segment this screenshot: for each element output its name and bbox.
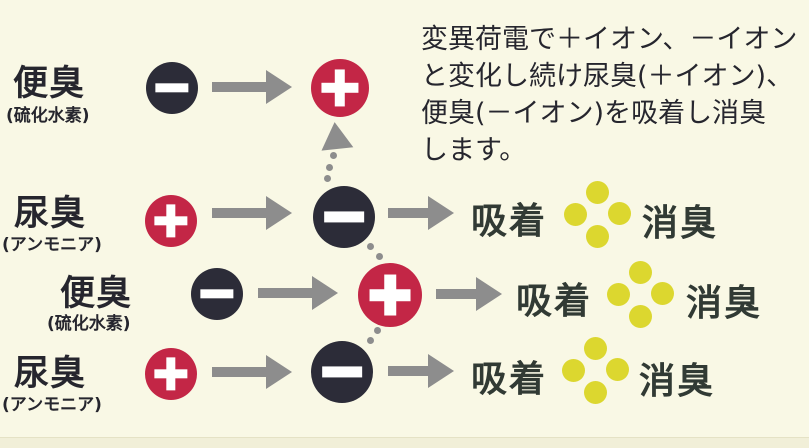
connector-dot xyxy=(324,175,331,182)
sparkle-dot xyxy=(562,359,585,382)
explanation-line: 変異荷電で＋イオン、－イオン xyxy=(421,24,798,55)
sparkle-dot xyxy=(651,282,674,305)
bottom-edge xyxy=(0,437,809,448)
sparkle-dot xyxy=(586,225,609,248)
connector-dot xyxy=(326,164,333,171)
odor-chemical-label: (アンモニア) xyxy=(2,235,102,255)
positive-ion-icon xyxy=(145,195,197,247)
arrow-right-icon xyxy=(212,196,292,230)
sparkle-dot xyxy=(608,202,631,225)
deodorize-label: 消臭 xyxy=(686,283,763,324)
arrow-up-icon xyxy=(318,120,354,151)
sparkle-dot xyxy=(629,261,652,284)
deodorize-label: 消臭 xyxy=(642,203,719,244)
arrow-right-icon xyxy=(212,70,292,104)
sparkle-dot xyxy=(584,381,607,404)
odor-label: 尿臭 xyxy=(14,354,87,394)
odor-label: 便臭 xyxy=(13,64,86,104)
connector-dot xyxy=(376,253,383,260)
explanation-line: と変化し続け尿臭(＋イオン)、 xyxy=(421,61,794,92)
odor-label: 尿臭 xyxy=(14,194,87,234)
adsorb-label: 吸着 xyxy=(471,359,548,400)
deodorize-sparkle-icon xyxy=(562,337,630,405)
sparkle-dot xyxy=(584,337,607,360)
explanation-text: 変異荷電で＋イオン、－イオン と変化し続け尿臭(＋イオン)、 便臭(－イオン)を… xyxy=(421,21,797,169)
deodorize-sparkle-icon xyxy=(564,181,632,249)
sparkle-dot xyxy=(607,283,630,306)
connector-dot xyxy=(330,152,337,159)
odor-label: 便臭 xyxy=(60,274,133,314)
odor-chemical-label: (硫化水素) xyxy=(6,106,90,126)
negative-ion-icon xyxy=(191,268,243,320)
odor-chemical-label: (アンモニア) xyxy=(2,395,102,415)
explanation-line: 便臭(－イオン)を吸着し消臭 xyxy=(421,98,767,129)
arrow-right-icon xyxy=(212,355,292,389)
deodorize-sparkle-icon xyxy=(607,261,675,329)
arrow-right-icon xyxy=(388,196,454,230)
positive-ion-icon xyxy=(311,59,369,117)
adsorb-label: 吸着 xyxy=(471,201,548,242)
sparkle-dot xyxy=(629,305,652,328)
arrow-right-icon xyxy=(388,354,454,388)
sparkle-dot xyxy=(606,358,629,381)
sparkle-dot xyxy=(586,181,609,204)
deodorize-label: 消臭 xyxy=(639,361,716,402)
connector-dot xyxy=(367,243,374,250)
odor-chemical-label: (硫化水素) xyxy=(47,314,131,334)
connector-dot xyxy=(374,327,381,334)
arrow-right-icon xyxy=(436,277,502,311)
explanation-line: します。 xyxy=(421,135,527,166)
sparkle-dot xyxy=(564,203,587,226)
positive-ion-icon xyxy=(145,348,197,400)
connector-dot xyxy=(367,337,374,344)
negative-ion-icon xyxy=(146,62,198,114)
adsorb-label: 吸着 xyxy=(516,281,593,322)
positive-ion-icon xyxy=(358,263,422,327)
negative-ion-icon xyxy=(311,341,373,403)
negative-ion-icon xyxy=(313,186,375,248)
arrow-right-icon xyxy=(258,276,338,310)
